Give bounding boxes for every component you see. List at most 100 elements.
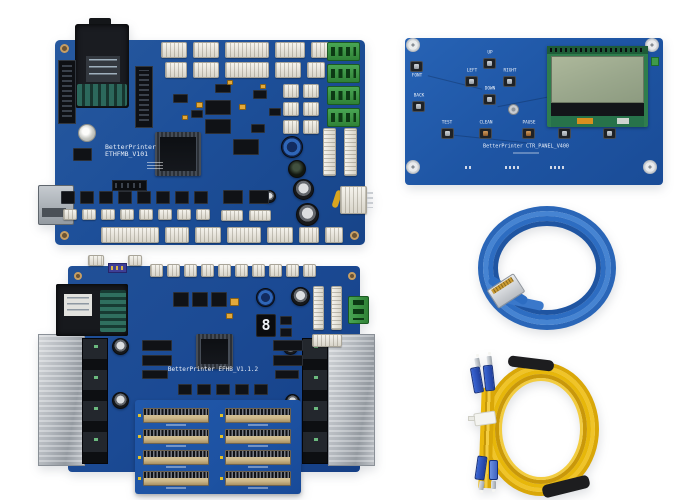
green-terminal-block	[348, 296, 369, 324]
button-aux-1[interactable]	[558, 128, 571, 139]
lcd-bottom-strip	[551, 116, 644, 127]
button-test[interactable]	[441, 128, 454, 139]
sc-tip	[480, 490, 483, 493]
printhead-connector	[220, 429, 291, 447]
white-connector	[325, 227, 343, 243]
metal-disc	[508, 104, 519, 115]
soic-chip	[142, 340, 172, 351]
sc-tip	[476, 354, 479, 357]
button-clean[interactable]	[479, 128, 492, 139]
mosfet	[192, 292, 208, 307]
lcd-component	[617, 118, 629, 124]
button-up[interactable]	[483, 58, 496, 69]
soic-chip	[280, 316, 292, 325]
screw-hole	[74, 272, 82, 280]
sc-connector	[489, 460, 498, 480]
white-connector	[196, 209, 210, 220]
solder-pads	[465, 166, 473, 169]
heatsink-left	[38, 334, 85, 466]
white-connector	[101, 209, 115, 220]
board-silkscreen-label: BetterPrinter EFHB_V1.1.2	[167, 366, 259, 373]
white-connector	[275, 62, 301, 78]
soic-chip	[251, 124, 265, 133]
sc-connector	[482, 364, 496, 392]
ffc-connector	[313, 286, 324, 330]
mosfet	[173, 292, 189, 307]
soic-chip	[280, 328, 292, 337]
standoff-screw	[645, 38, 659, 52]
electrolytic-capacitor	[293, 179, 314, 200]
sc-tip	[488, 352, 491, 355]
cable-coil	[495, 374, 587, 484]
white-connector	[283, 102, 299, 116]
main-board: BetterPrinter ETHFMB_V101	[38, 18, 373, 245]
driver-chip	[61, 191, 75, 204]
electrolytic-capacitor	[112, 392, 129, 409]
driver-transistor-array	[302, 338, 328, 464]
screw-hole	[350, 231, 359, 240]
button-pause-label: PAUSE	[522, 120, 536, 126]
driver-chip	[137, 191, 151, 204]
white-connector	[275, 42, 305, 58]
button-down[interactable]	[483, 94, 496, 105]
white-connector	[201, 264, 214, 277]
driver-chip	[249, 190, 269, 204]
sc-ferrule	[478, 480, 485, 491]
white-connector	[161, 42, 187, 58]
mosfet	[216, 384, 230, 395]
heatsink-right	[328, 334, 375, 466]
head-board: 8 BetterPrinter EFHB_V1.1.2	[38, 255, 375, 498]
printhead-connector	[138, 429, 209, 447]
button-down-label: DOWN	[484, 86, 496, 92]
driver-chip	[118, 191, 132, 204]
white-connector	[150, 264, 163, 277]
module-label-sticker	[64, 294, 92, 316]
connector-pins	[367, 192, 373, 208]
fiber-optic-cable	[450, 352, 700, 500]
standoff-screw	[406, 38, 420, 52]
tantalum-capacitor	[196, 102, 203, 108]
silkscreen-fineprint	[513, 152, 539, 154]
button-back[interactable]	[412, 101, 425, 112]
ffc-connector	[344, 128, 357, 176]
button-pause[interactable]	[522, 128, 535, 139]
screw-hole	[60, 231, 69, 240]
button-left[interactable]	[465, 76, 478, 87]
cable-tie-tab	[468, 416, 475, 421]
driver-chip	[194, 191, 208, 204]
silkscreen-line2: ETHFMB_V101	[105, 150, 149, 158]
white-connector	[128, 255, 142, 266]
lcd-module	[547, 46, 648, 127]
soic-chip	[142, 370, 168, 379]
driver-transistor-array	[82, 338, 108, 464]
button-back-label: BACK	[413, 93, 425, 99]
silkscreen-line1: BetterPrinter	[105, 143, 156, 151]
idc-header	[58, 60, 76, 124]
soic-chip	[191, 110, 203, 118]
soic-chip	[275, 370, 299, 379]
power-connector	[340, 186, 367, 214]
printhead-connector	[138, 408, 209, 426]
white-connector	[307, 62, 325, 78]
button-right[interactable]	[503, 76, 516, 87]
white-connector	[63, 209, 77, 220]
module-metal-stripes	[100, 290, 126, 332]
tantalum-capacitor	[260, 84, 266, 89]
button-left-label: LEFT	[466, 68, 478, 74]
lcd-flex-connector	[577, 118, 593, 124]
silkscreen-fineprint	[147, 162, 163, 170]
sc-tip	[492, 489, 495, 492]
white-connector	[218, 264, 231, 277]
standoff-screw	[643, 160, 657, 174]
panel-silkscreen-label: BetterPrinter CTR_PANEL_V400	[483, 143, 569, 149]
green-component	[651, 57, 659, 66]
white-connector	[167, 264, 180, 277]
white-connector	[120, 209, 134, 220]
button-font[interactable]	[410, 61, 423, 72]
sc-ferrule	[491, 481, 496, 489]
white-connector	[286, 264, 299, 277]
button-aux-2[interactable]	[603, 128, 616, 139]
fpga-chip	[196, 334, 233, 369]
control-panel-board: FONT UP LEFT RIGHT DOWN BACK TEST CLEAN …	[405, 38, 663, 185]
